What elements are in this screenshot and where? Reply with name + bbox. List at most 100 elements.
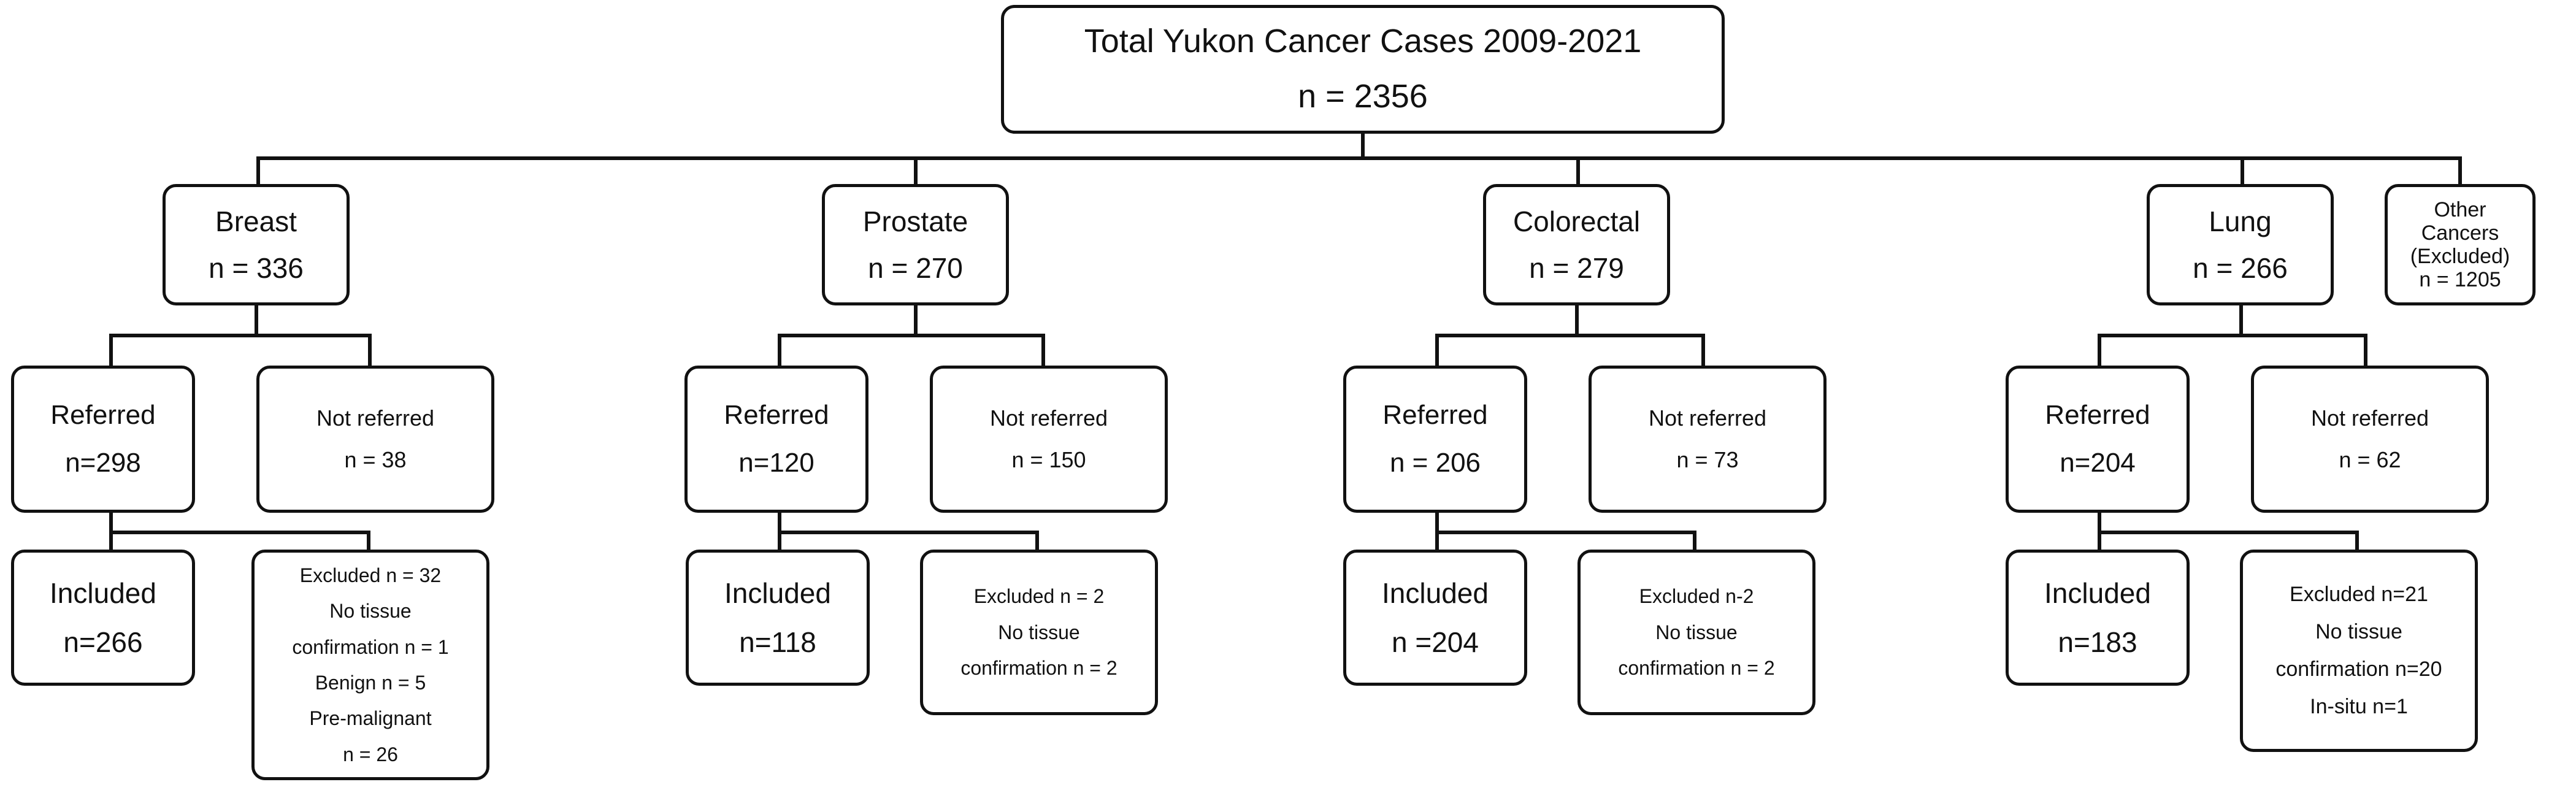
node-lung-not-referred-count: n = 62 <box>2339 447 2401 472</box>
node-category-breast-count: n = 336 <box>209 252 304 284</box>
node-prostate-included: Included n=118 <box>686 550 870 686</box>
node-prostate-excluded-header: Excluded n = 2 <box>973 585 1105 608</box>
node-category-other-count: n = 1205 <box>2419 268 2501 292</box>
edge-root-distributor <box>256 156 2462 160</box>
edge-drop-prostate <box>914 156 918 186</box>
node-category-colorectal-label: Colorectal <box>1512 205 1641 237</box>
node-category-other-line-1: Other <box>2434 198 2486 221</box>
node-breast-included-label: Included <box>50 577 156 609</box>
node-total-cases-count: n = 2356 <box>1298 78 1428 115</box>
node-category-other-line-2: Cancers <box>2421 221 2499 245</box>
node-breast-excluded-reason-2: confirmation n = 1 <box>292 635 449 658</box>
node-prostate-referred: Referred n=120 <box>684 366 868 513</box>
node-prostate-referred-count: n=120 <box>738 448 815 478</box>
node-lung-not-referred: Not referred n = 62 <box>2251 366 2489 513</box>
edge-lung-cat-stem <box>2239 305 2243 337</box>
edge-root-stem <box>1361 134 1365 158</box>
node-breast-included: Included n=266 <box>11 550 195 686</box>
edge-breast-to-not-referred <box>368 334 372 368</box>
node-lung-excluded-reason-1: No tissue <box>2315 620 2402 644</box>
edge-colorectal-cat-stem <box>1575 305 1579 337</box>
node-lung-referred-count: n=204 <box>2060 448 2136 478</box>
node-colorectal-included-label: Included <box>1382 577 1489 609</box>
node-colorectal-excluded-reason-1: No tissue <box>1655 621 1738 643</box>
node-colorectal-included: Included n =204 <box>1343 550 1527 686</box>
edge-lung-to-not-referred <box>2364 334 2367 368</box>
node-breast-excluded-reason-3: Benign n = 5 <box>315 672 426 694</box>
edge-breast-outcome-bar <box>109 531 370 534</box>
edge-lung-split-bar <box>2098 334 2367 337</box>
edge-colorectal-split-bar <box>1435 334 1705 337</box>
node-category-other-line-3: (Excluded) <box>2410 245 2510 268</box>
node-colorectal-referred: Referred n = 206 <box>1343 366 1527 513</box>
node-breast-included-count: n=266 <box>63 626 143 658</box>
node-colorectal-excluded: Excluded n-2 No tissue confirmation n = … <box>1577 550 1815 715</box>
node-lung-not-referred-label: Not referred <box>2310 405 2429 431</box>
node-breast-referred-label: Referred <box>50 400 156 431</box>
node-prostate-not-referred-label: Not referred <box>989 405 1108 431</box>
node-breast-excluded-reason-4: Pre-malignant <box>309 707 432 730</box>
node-category-other-cancers: Other Cancers (Excluded) n = 1205 <box>2385 184 2536 305</box>
node-category-colorectal-count: n = 279 <box>1529 252 1624 284</box>
node-breast-referred-count: n=298 <box>65 448 141 478</box>
node-lung-excluded: Excluded n=21 No tissue confirmation n=2… <box>2240 550 2478 752</box>
node-colorectal-excluded-reason-2: confirmation n = 2 <box>1618 657 1775 680</box>
node-category-prostate-label: Prostate <box>862 205 968 237</box>
node-breast-excluded-header: Excluded n = 32 <box>299 564 442 586</box>
node-lung-excluded-header: Excluded n=21 <box>2290 583 2428 607</box>
edge-breast-to-referred <box>109 334 113 368</box>
node-lung-referred-label: Referred <box>2045 400 2150 431</box>
node-lung-included: Included n=183 <box>2006 550 2190 686</box>
node-lung-excluded-reason-2: confirmation n=20 <box>2275 658 2442 681</box>
node-category-lung-count: n = 266 <box>2193 252 2288 284</box>
edge-colorectal-to-excluded <box>1693 531 1696 551</box>
node-breast-not-referred-count: n = 38 <box>344 447 407 472</box>
node-category-breast: Breast n = 336 <box>163 184 350 305</box>
edge-prostate-outcome-bar <box>778 531 1039 534</box>
edge-drop-breast <box>256 156 260 186</box>
node-prostate-excluded-reason-1: No tissue <box>998 621 1080 643</box>
edge-lung-outcome-bar <box>2098 531 2359 534</box>
edge-drop-colorectal <box>1576 156 1580 186</box>
edge-prostate-to-referred <box>778 334 781 368</box>
edge-drop-lung <box>2241 156 2244 186</box>
node-total-cases-label: Total Yukon Cancer Cases 2009-2021 <box>1084 23 1642 60</box>
node-prostate-excluded: Excluded n = 2 No tissue confirmation n … <box>920 550 1158 715</box>
edge-colorectal-to-referred <box>1435 334 1439 368</box>
node-colorectal-not-referred: Not referred n = 73 <box>1589 366 1827 513</box>
node-prostate-referred-label: Referred <box>724 400 829 431</box>
node-lung-included-count: n=183 <box>2058 626 2137 658</box>
node-prostate-not-referred-count: n = 150 <box>1011 447 1086 472</box>
node-prostate-included-label: Included <box>724 577 831 609</box>
edge-colorectal-to-not-referred <box>1701 334 1705 368</box>
node-breast-referred: Referred n=298 <box>11 366 195 513</box>
edge-breast-cat-stem <box>255 305 258 337</box>
node-lung-excluded-reason-3: In-situ n=1 <box>2310 694 2408 718</box>
node-category-prostate: Prostate n = 270 <box>822 184 1009 305</box>
node-total-cases: Total Yukon Cancer Cases 2009-2021 n = 2… <box>1001 5 1725 134</box>
node-colorectal-not-referred-label: Not referred <box>1648 405 1767 431</box>
node-breast-not-referred-label: Not referred <box>316 405 435 431</box>
node-colorectal-not-referred-count: n = 73 <box>1676 447 1739 472</box>
node-breast-excluded: Excluded n = 32 No tissue confirmation n… <box>251 550 489 780</box>
node-colorectal-referred-count: n = 206 <box>1389 448 1481 478</box>
node-colorectal-excluded-header: Excluded n-2 <box>1639 585 1754 608</box>
node-category-lung: Lung n = 266 <box>2147 184 2334 305</box>
edge-drop-other <box>2458 156 2462 186</box>
edge-prostate-to-excluded <box>1035 531 1039 551</box>
node-breast-excluded-reason-5: n = 26 <box>343 743 398 765</box>
node-lung-included-label: Included <box>2044 577 2151 609</box>
node-breast-not-referred: Not referred n = 38 <box>256 366 494 513</box>
edge-breast-split-bar <box>109 334 372 337</box>
node-prostate-included-count: n=118 <box>739 626 816 658</box>
node-lung-referred: Referred n=204 <box>2006 366 2190 513</box>
node-colorectal-referred-label: Referred <box>1382 400 1488 431</box>
edge-lung-to-excluded <box>2355 531 2359 551</box>
edge-prostate-split-bar <box>778 334 1045 337</box>
edge-lung-to-referred <box>2098 334 2101 368</box>
node-prostate-not-referred: Not referred n = 150 <box>930 366 1168 513</box>
node-category-lung-label: Lung <box>2209 205 2272 237</box>
edge-prostate-cat-stem <box>914 305 918 337</box>
node-breast-excluded-reason-1: No tissue <box>329 600 412 623</box>
